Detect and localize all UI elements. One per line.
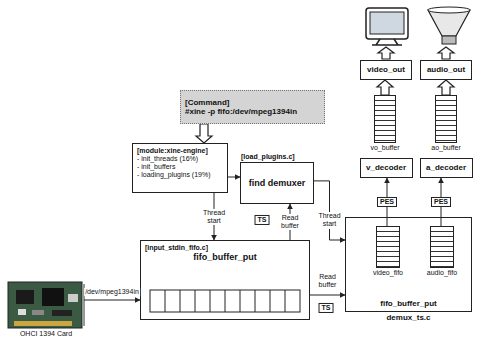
block-arrow [377,80,393,95]
card-figure: OHCI 1394 Card [8,282,84,328]
stream-tag: TS [255,215,270,225]
list-item: - loading_plugins (19%) [137,171,211,179]
edge-label: /dev/mpeg1394in [84,288,140,296]
buffer-label: ao_buffer [431,144,460,152]
edge-label: PES [431,197,451,207]
output-box: video_out [360,60,412,80]
fifo-stack: audio_fifo [430,226,454,268]
edge-label: PES [377,197,397,207]
connector [228,177,240,178]
module-box: [module:xine-engine]- init_threads (16%)… [132,143,228,193]
process-box: [load_plugins.c]find demuxer [240,162,314,204]
tv-icon [366,8,408,45]
output-box: audio_out [420,60,472,80]
edge-label: Read buffer [313,273,343,289]
buffer-stack: vo_buffer [374,95,396,143]
process-label: v_decoder [366,163,406,172]
list-item: - init_threads (16%) [137,155,198,163]
decoder-box: a_decoder [420,158,473,178]
connector [310,295,345,296]
edge-label: Thread start [316,212,344,228]
buffer-label: vo_buffer [370,144,399,152]
fifo-queue [150,290,300,312]
hollow-arrow [438,47,454,59]
process-label: audio_out [427,65,465,74]
speaker-icon [428,7,470,44]
hollow-arrow [378,47,394,59]
process-label: fifo_buffer_put [380,299,436,308]
process-label: video_out [367,65,405,74]
figure-caption: OHCI 1394 Card [20,330,72,338]
fifo-box: [input_stdin_fifo.c]fifo_buffer_put [140,240,310,320]
edge-label: Read buffer [275,214,305,230]
decoder-box: v_decoder [360,158,413,178]
process-label: fifo_buffer_put [193,252,257,262]
command-box: [Command]#xine -p fifo:/dev/mpeg1394in [180,90,325,124]
command-text: #xine -p fifo:/dev/mpeg1394in [185,107,297,116]
buffer-label: audio_fifo [427,269,457,277]
demux-box: fifo_buffer_putdemux_ts.cvideo_fifoaudio… [345,217,472,312]
process-label: a_decoder [426,163,466,172]
process-label: find demuxer [249,178,306,188]
card-illustration [8,282,85,328]
connector [84,300,140,301]
box-heading: [module:xine-engine] [137,147,208,155]
buffer-label: video_fifo [373,269,403,277]
list-item: - init_buffers [137,163,175,171]
buffer-stack: ao_buffer [435,95,457,143]
connector [314,181,345,240]
fifo-stack: video_fifo [376,226,400,268]
file-heading: [load_plugins.c] [241,153,295,161]
block-arrow [438,80,454,95]
file-heading: [input_stdin_fifo.c] [145,244,208,252]
file-label: demux_ts.c [386,313,430,322]
block-arrow [196,124,212,143]
box-heading: [Command] [185,98,229,107]
edge-label: Thread start [199,208,229,224]
stream-tag: TS [319,303,334,313]
